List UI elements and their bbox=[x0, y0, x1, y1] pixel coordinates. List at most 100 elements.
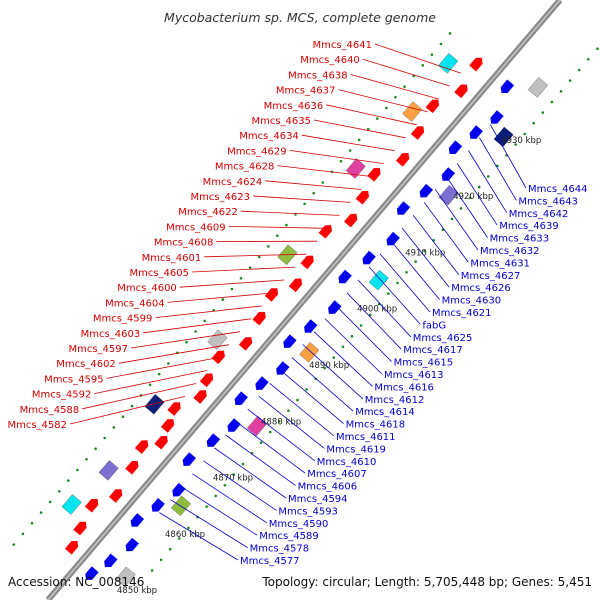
tick-dot bbox=[450, 217, 454, 221]
tick-dot bbox=[214, 494, 217, 498]
tick-dot bbox=[477, 185, 481, 189]
forward-gene-label: Mmcs_4602 bbox=[56, 359, 116, 370]
forward-gene-label: Mmcs_4605 bbox=[129, 268, 189, 279]
tick-dot bbox=[296, 398, 299, 402]
reverse-gene-arrow bbox=[500, 79, 515, 94]
tick-dot bbox=[439, 42, 443, 46]
reverse-gene-arrow bbox=[386, 231, 400, 246]
tick-dot bbox=[523, 132, 526, 136]
genome-summary-text: Topology: circular; Length: 5,705,448 bp… bbox=[261, 575, 592, 589]
forward-gene-label: Mmcs_4601 bbox=[142, 253, 202, 264]
forward-gene-label: Mmcs_4600 bbox=[117, 283, 177, 294]
forward-leader-line bbox=[313, 119, 406, 139]
forward-gene-arrow bbox=[167, 402, 181, 416]
tick-dot bbox=[459, 207, 463, 210]
tick-dot bbox=[276, 234, 279, 237]
tick-dot bbox=[541, 111, 545, 114]
tick-dot bbox=[321, 181, 325, 184]
reverse-gene-arrow bbox=[255, 376, 269, 390]
gene-block-lower bbox=[438, 184, 459, 206]
forward-gene-arrow bbox=[64, 540, 79, 555]
tick-dot bbox=[323, 366, 327, 370]
reverse-leader-line bbox=[456, 163, 498, 226]
forward-gene-label: Mmcs_4599 bbox=[93, 314, 153, 325]
forward-leader-line bbox=[143, 318, 252, 334]
reverse-gene-arrow bbox=[283, 334, 297, 348]
reverse-gene-arrow bbox=[469, 125, 483, 139]
forward-gene-arrow bbox=[238, 337, 253, 351]
reverse-gene-label: Mmcs_4610 bbox=[317, 457, 377, 468]
reverse-leader-line bbox=[379, 253, 431, 313]
tick-dot bbox=[278, 420, 281, 423]
reverse-leader-line bbox=[479, 137, 517, 201]
reverse-gene-label: Mmcs_4643 bbox=[518, 196, 578, 207]
tick-dot bbox=[568, 79, 572, 82]
tick-dot bbox=[514, 143, 517, 146]
forward-leader-line bbox=[362, 58, 450, 87]
reverse-leader-line bbox=[401, 227, 450, 288]
reverse-leader-line bbox=[170, 499, 248, 548]
reverse-gene-arrow bbox=[490, 110, 504, 124]
gene-block-upper bbox=[61, 494, 82, 515]
gene-block-lower bbox=[246, 415, 267, 437]
tick-dot bbox=[339, 159, 343, 163]
tick-dot bbox=[267, 245, 270, 248]
forward-gene-arrow bbox=[211, 350, 225, 365]
forward-leader-line bbox=[94, 370, 208, 394]
kbp-tick-label: 4930 kbp bbox=[501, 136, 541, 146]
kbp-tick-label: 4890 kbp bbox=[309, 361, 349, 371]
gene-block-lower bbox=[115, 566, 136, 588]
forward-gene-arrow bbox=[344, 213, 358, 228]
forward-leader-line bbox=[204, 253, 307, 258]
reverse-leader-line bbox=[192, 473, 268, 524]
reverse-gene-label: Mmcs_4612 bbox=[365, 395, 425, 406]
forward-leader-line bbox=[301, 134, 395, 152]
forward-gene-arrow bbox=[454, 84, 468, 99]
tick-dot bbox=[21, 532, 25, 536]
reverse-leader-line bbox=[412, 214, 460, 276]
reverse-gene-label: Mmcs_4625 bbox=[413, 333, 473, 344]
kbp-tick-label: 4910 kbp bbox=[405, 248, 445, 258]
reverse-gene-label: Mmcs_4614 bbox=[355, 407, 415, 418]
tick-dot bbox=[112, 426, 116, 429]
reverse-gene-arrow bbox=[125, 537, 139, 552]
reverse-gene-label: fabG bbox=[422, 320, 446, 331]
reverse-gene-arrow bbox=[151, 498, 165, 512]
forward-gene-label: Mmcs_4638 bbox=[288, 70, 348, 81]
forward-gene-label: Mmcs_4640 bbox=[300, 55, 360, 66]
reverse-gene-arrow bbox=[419, 183, 433, 198]
tick-dot bbox=[130, 404, 134, 408]
forward-gene-label: Mmcs_4624 bbox=[203, 177, 263, 188]
kbp-tick-label: 4860 kbp bbox=[165, 530, 205, 540]
tick-dot bbox=[403, 85, 406, 88]
forward-leader-line bbox=[82, 383, 197, 410]
forward-leader-line bbox=[228, 226, 329, 229]
tick-dot bbox=[448, 32, 452, 35]
tick-dot bbox=[76, 468, 79, 472]
forward-leader-line bbox=[130, 331, 241, 349]
reverse-gene-label: Mmcs_4619 bbox=[326, 444, 386, 455]
tick-dot bbox=[148, 383, 152, 387]
tick-dot bbox=[203, 319, 206, 323]
forward-gene-label: Mmcs_4588 bbox=[20, 405, 80, 416]
forward-leader-line bbox=[374, 43, 461, 74]
tick-dot bbox=[596, 47, 599, 50]
forward-gene-label: Mmcs_4597 bbox=[68, 344, 128, 355]
map-title: Mycobacterium sp. MCS, complete genome bbox=[164, 10, 436, 25]
forward-gene-label: Mmcs_4641 bbox=[312, 40, 372, 51]
tick-dot bbox=[178, 537, 181, 540]
tick-dot bbox=[30, 521, 34, 525]
tick-dot bbox=[194, 330, 197, 333]
forward-gene-arrow bbox=[395, 153, 410, 167]
reverse-gene-label: Mmcs_4642 bbox=[509, 209, 569, 220]
kbp-tick-label: 4880 kbp bbox=[261, 417, 301, 427]
tick-dot bbox=[268, 430, 272, 434]
forward-leader-line bbox=[155, 305, 263, 318]
reverse-gene-arrow bbox=[396, 201, 411, 215]
forward-leader-line bbox=[265, 180, 362, 190]
gene-block-upper bbox=[98, 460, 119, 481]
reverse-gene-label: Mmcs_4613 bbox=[384, 370, 444, 381]
reverse-gene-label: Mmcs_4644 bbox=[528, 184, 588, 195]
tick-dot bbox=[559, 90, 563, 93]
